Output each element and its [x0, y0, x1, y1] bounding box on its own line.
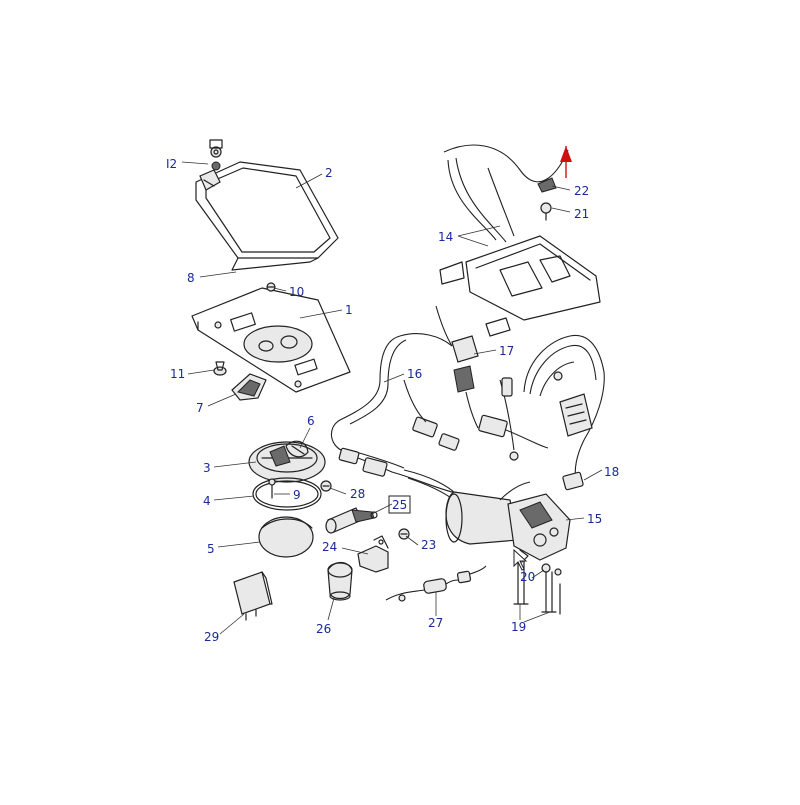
- part-11-plug: [213, 361, 227, 376]
- callout-25: 25: [392, 498, 407, 512]
- part-29-relay: [233, 571, 273, 621]
- part-3-lamp-housing: [248, 441, 326, 483]
- part-27-inline-fuse: [385, 565, 487, 602]
- callout-15: 15: [587, 512, 602, 526]
- callout-9: 9: [293, 488, 301, 502]
- part-19-bolts: [513, 559, 561, 615]
- callout-6: 6: [307, 414, 315, 428]
- callout-18: 18: [604, 465, 619, 479]
- callout-4: 4: [203, 494, 211, 508]
- callout-10: 10: [289, 285, 304, 299]
- part-5-lens: [258, 516, 314, 558]
- part-6-bulb: [285, 440, 309, 458]
- part-25-sensor: [325, 507, 378, 534]
- callout-7: 7: [196, 401, 204, 415]
- part-10-screw: [266, 282, 276, 292]
- part-7-bracket: [231, 373, 267, 401]
- callout-12: I2: [166, 157, 177, 171]
- callout-24: 24: [322, 540, 337, 554]
- callout-3: 3: [203, 461, 211, 475]
- part-15-motor: [403, 469, 571, 563]
- callout-labels: I2 2 8 10 1 11 7 6 3 4 9 5 29 28 25 24 2…: [166, 157, 619, 644]
- leader-lines: [181, 161, 603, 635]
- callout-1: 1: [345, 303, 353, 317]
- part-18-harness: [523, 334, 605, 491]
- callout-19: 19: [511, 620, 526, 634]
- callout-26: 26: [316, 622, 331, 636]
- callout-5: 5: [207, 542, 215, 556]
- callout-28: 28: [350, 487, 365, 501]
- callout-17: 17: [499, 344, 514, 358]
- part-12-clip: [199, 139, 223, 191]
- part-9-bulb-pin: [268, 478, 276, 499]
- callout-25-box: [388, 495, 411, 514]
- part-26-boot: [327, 561, 353, 601]
- part-22-clip: [537, 177, 557, 193]
- red-pointer-arrow: [560, 146, 572, 178]
- callout-16: 16: [407, 367, 422, 381]
- cursor-arrow-icon: [513, 548, 528, 571]
- part-21-screw: [540, 202, 552, 221]
- callout-8: 8: [187, 271, 195, 285]
- part-4-ring: [252, 477, 322, 511]
- callout-2: 2: [325, 166, 333, 180]
- part-28-screw: [320, 480, 332, 492]
- callout-27: 27: [428, 616, 443, 630]
- part-2-frame: [195, 161, 339, 271]
- callout-22: 22: [574, 184, 589, 198]
- part-14-harness-plate: [439, 144, 601, 337]
- part-1-base-plate: [191, 287, 351, 393]
- part-17-connector: [451, 335, 549, 461]
- callout-20: 20: [520, 570, 535, 584]
- part-16-main-loom: [330, 305, 461, 495]
- callout-11: 11: [170, 367, 185, 381]
- part-24-bracket: [357, 535, 389, 573]
- callout-14: 14: [438, 230, 453, 244]
- callout-29: 29: [204, 630, 219, 644]
- callout-23: 23: [421, 538, 436, 552]
- callout-21: 21: [574, 207, 589, 221]
